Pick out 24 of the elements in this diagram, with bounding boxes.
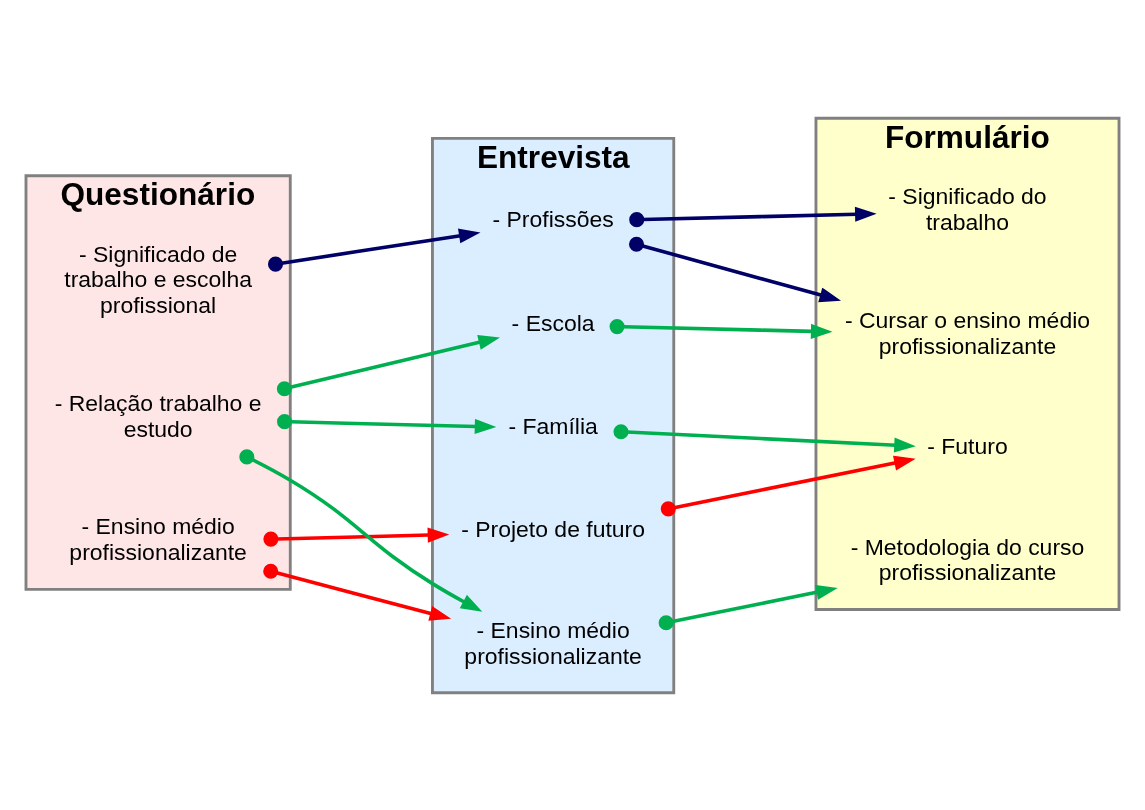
- arrow: [628, 236, 842, 302]
- node-text: - Metodologia do curso profissionalizante: [850, 533, 1085, 585]
- arrow: [658, 584, 838, 630]
- node-text: - Ensino médio profissionalizante: [464, 616, 642, 669]
- node-text: - Família: [508, 412, 598, 439]
- node-text: - Ensino médio profissionalizante: [69, 512, 247, 565]
- arrow: [629, 206, 877, 227]
- node-text: - Relação trabalho e estudo: [54, 389, 262, 442]
- arrow: [239, 448, 483, 612]
- arrow: [660, 455, 916, 516]
- node-text: - Significado de trabalho e escolha profissional: [64, 240, 252, 318]
- node-text: - Projeto de futuro: [461, 515, 646, 542]
- node-text: - Escola: [511, 309, 595, 336]
- arrow: [276, 334, 500, 396]
- arrow: [263, 527, 450, 547]
- node-text: - Significado do trabalho: [888, 182, 1047, 235]
- arrow: [609, 318, 833, 339]
- arrow: [613, 423, 916, 453]
- node-text: - Futuro: [927, 432, 1008, 459]
- arrow: [267, 227, 481, 272]
- node-text: - Cursar o ensino médio profissionalizante: [844, 306, 1091, 359]
- arrow: [277, 413, 497, 434]
- node-text: - Profissões: [492, 205, 614, 232]
- arrow: [263, 563, 452, 621]
